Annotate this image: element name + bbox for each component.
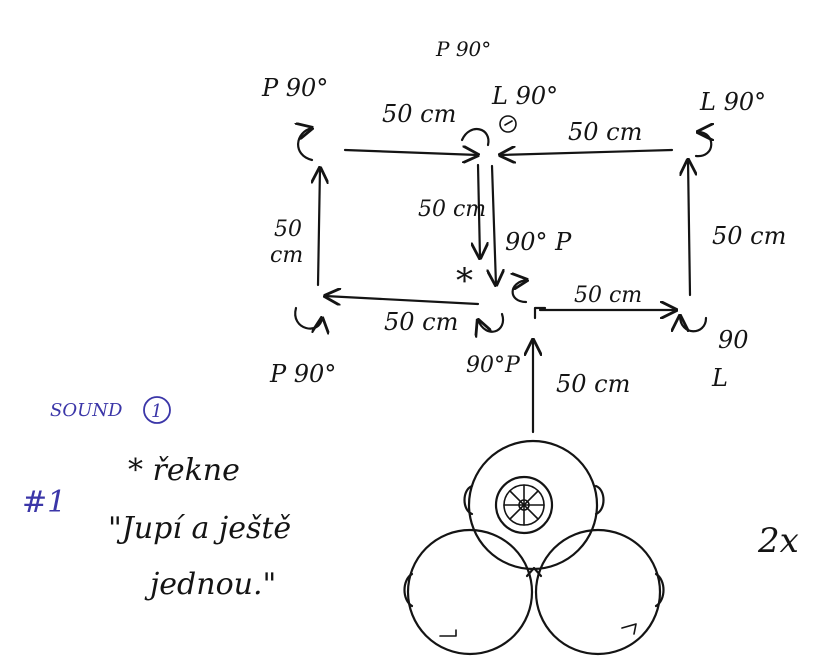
segment-center-down-a [478,163,480,258]
label-top-p90: P 90° [435,37,491,61]
label-seg-left: 50 [274,217,302,242]
label-bottomright-l: L [711,364,728,392]
segment-top-right [500,150,674,155]
note-line-1: * řekne [128,453,240,488]
segment-bottom-left [325,296,480,304]
label-bottom-90p: 90°P [466,353,521,378]
note-line-3: jednou." [144,567,276,602]
rotate-right-icon [298,128,312,162]
robot-drawing [403,439,665,656]
label-seg-top-right: 50 cm [568,118,642,146]
robot-wheel-icon [494,475,554,535]
segment-left-side [318,168,320,287]
label-topleft-p90: P 90° [261,74,328,102]
rotate-right-icon-bottom [478,312,505,332]
label-bottomleft-p90: P 90° [269,360,336,388]
sound-number-circle [143,396,171,424]
rotate-icon-bottomleft [294,306,322,329]
label-seg-bottom-right: 50 cm [574,283,642,308]
label-topright-l90: L 90° [699,88,766,116]
label-top-l90: L 90° [491,82,558,110]
rotate-right-icon-mid [513,280,527,304]
label-seg-top-left: 50 cm [382,100,456,128]
label-seg-center-down: 50 cm [418,197,486,222]
label-seg-entry: 50 cm [556,370,630,398]
corner-mark [533,306,547,320]
segment-center-down-b [492,164,496,285]
segment-right-side [688,160,690,297]
label-seg-right: 50 cm [712,222,786,250]
robot-sphere-right [534,528,662,656]
segment-top-left [343,150,478,155]
label-mid-90p: 90° P [505,228,572,256]
rotate-left-icon-bottomright [680,316,708,333]
rotate-spin-icon [499,115,517,133]
robot-sphere-left [406,528,534,656]
repeat-label: 2x [757,521,799,561]
rotate-left-icon [460,128,490,147]
rotate-left-icon-topright [694,132,711,158]
label-seg-left-unit: cm [270,243,303,268]
label-bottomright-90: 90 [718,326,749,354]
asterisk-marker: * [456,261,473,301]
index-label: #1 [22,485,66,520]
sound-label: SOUND [50,400,123,421]
sound-number: 1 [151,401,162,422]
note-line-2: "Jupí a ještě [108,511,291,546]
label-seg-bottom-left: 50 cm [384,308,458,336]
